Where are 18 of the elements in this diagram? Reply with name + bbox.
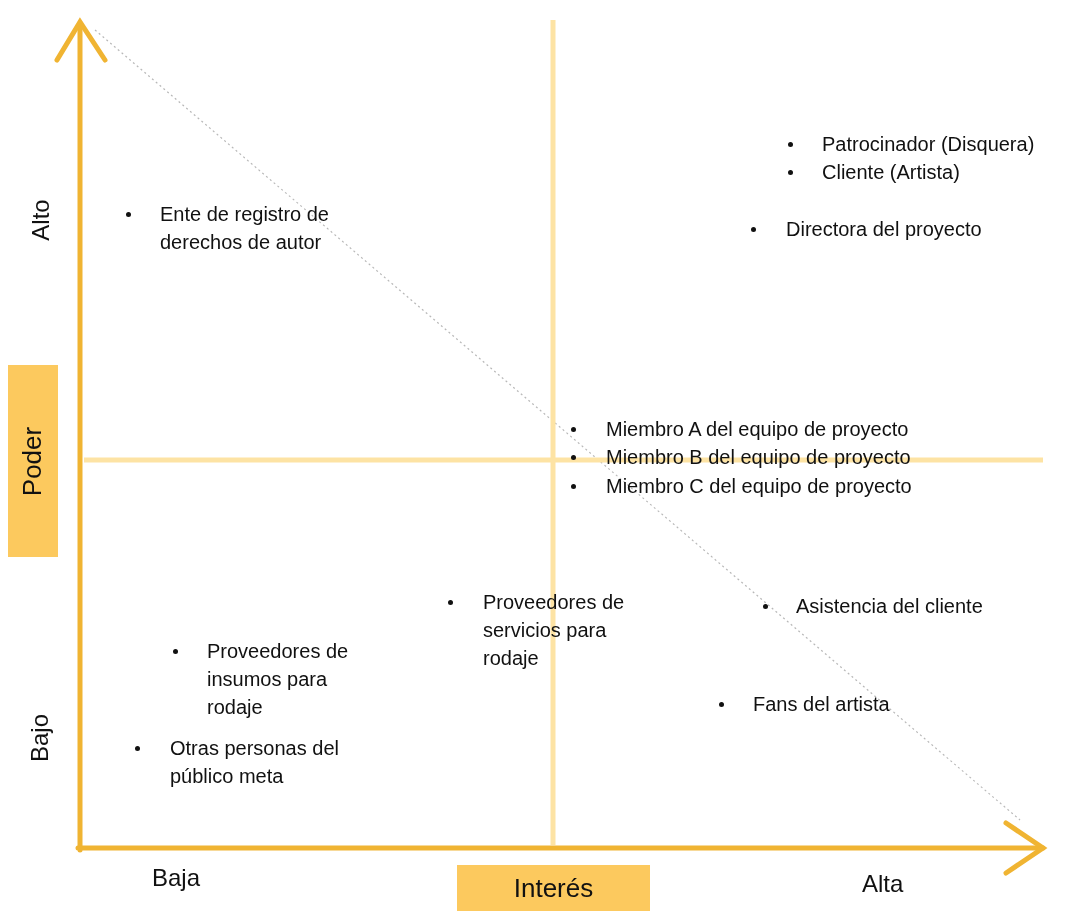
- axis-title: Poder: [8, 365, 58, 557]
- stakeholder-label: Ente de registro de derechos de autor: [160, 202, 330, 255]
- stakeholder-label: Miembro C del equipo de proyecto: [606, 474, 913, 499]
- stakeholder-label: Miembro B del equipo de proyecto: [606, 445, 912, 470]
- stakeholder-label: Fans del artista: [753, 692, 891, 717]
- stakeholder-label: Cliente (Artista): [822, 160, 961, 185]
- stakeholder-label: Asistencia del cliente: [796, 594, 984, 619]
- stakeholder-label: Otras personas del público meta: [170, 736, 340, 789]
- stakeholder-label: Proveedores de servicios para rodaje: [483, 590, 626, 671]
- stakeholder-label: Proveedores de insumos para rodaje: [207, 639, 350, 720]
- stakeholder-label: Directora del proyecto: [786, 217, 983, 242]
- stakeholder-label: Patrocinador (Disquera): [822, 132, 1036, 157]
- axis-level-label: Bajo: [26, 714, 54, 762]
- axis-level-label: Alto: [26, 199, 55, 241]
- axis-level-label: Baja: [152, 864, 201, 892]
- stakeholder-label: Miembro A del equipo de proyecto: [606, 417, 910, 442]
- axis-title: Interés: [457, 865, 650, 911]
- axis-level-label: Alta: [862, 870, 904, 898]
